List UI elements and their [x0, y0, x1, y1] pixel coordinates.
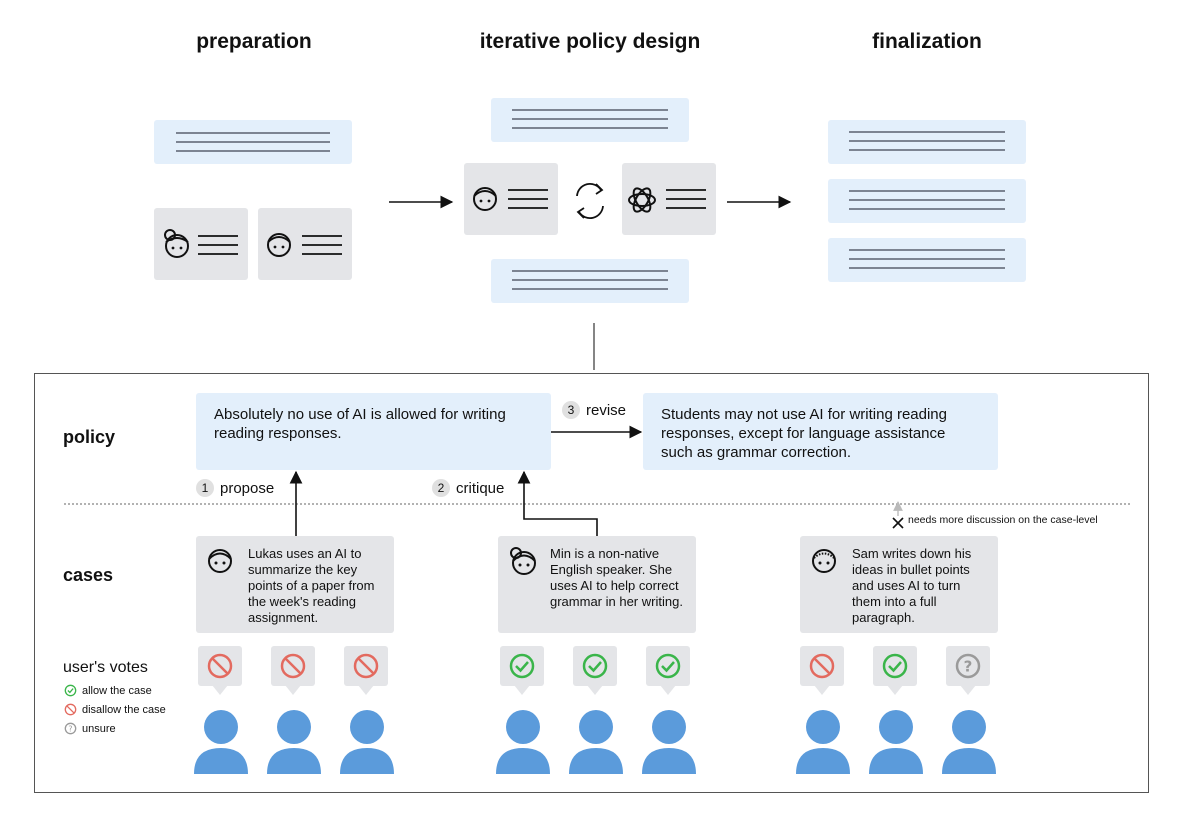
prohibit-icon: [353, 653, 379, 679]
user-avatar: [496, 710, 550, 776]
policy-revised: Students may not use AI for writing read…: [643, 393, 998, 470]
refresh-cycle-icon: [576, 183, 604, 219]
check-circle-icon: [655, 653, 681, 679]
vote-unsure: ?: [946, 646, 990, 695]
check-circle-icon: [64, 684, 77, 697]
svg-text:?: ?: [68, 724, 72, 733]
prohibit-icon: [280, 653, 306, 679]
case-card-sam: Sam writes down his ideas in bullet poin…: [800, 536, 998, 633]
user-avatar: [194, 710, 248, 776]
prohibit-icon: [207, 653, 233, 679]
row-label-policy: policy: [63, 427, 116, 447]
step-label: propose: [220, 479, 275, 497]
person-shorthair-icon: [812, 549, 836, 573]
x-mark-icon: [892, 517, 904, 529]
question-circle-icon: ?: [64, 722, 77, 735]
step-revise: 3 revise: [562, 401, 626, 419]
check-circle-icon: [882, 653, 908, 679]
legend-unsure: ? unsure: [64, 722, 116, 735]
step-number: 3: [562, 401, 580, 419]
prohibit-icon: [809, 653, 835, 679]
prep-person-card-2: [258, 208, 352, 280]
legend-label: disallow the case: [82, 703, 166, 716]
case-text: Lukas uses an AI to summarize the key po…: [248, 546, 375, 625]
check-circle-icon: [582, 653, 608, 679]
case-card-min: Min is a non-native English speaker. She…: [498, 536, 696, 633]
user-avatar: [642, 710, 696, 776]
vote-allow: [500, 646, 544, 695]
step-propose: 1 propose: [196, 479, 274, 497]
legend-disallow: disallow the case: [64, 703, 166, 716]
votes-legend-title: user's votes: [63, 659, 148, 676]
step-number: 2: [432, 479, 450, 497]
vote-allow: [573, 646, 617, 695]
discussion-note: needs more discussion on the case-level: [908, 514, 1098, 526]
case-text: Min is a non-native English speaker. She…: [550, 546, 683, 609]
stage-title-iterative: iterative policy design: [479, 30, 701, 53]
pipeline-diagram: [154, 98, 1026, 370]
legend-label: unsure: [82, 722, 116, 735]
critique-arrow: [517, 470, 598, 536]
row-label-cases: cases: [63, 565, 114, 585]
legend-label: allow the case: [82, 684, 152, 697]
detail-frame: [34, 373, 1149, 793]
user-avatar: [796, 710, 850, 776]
prep-person-card-1: [154, 208, 248, 280]
final-doc-1: [828, 120, 1026, 164]
vote-allow: [646, 646, 690, 695]
iter-ai-card: [622, 163, 716, 235]
final-doc-2: [828, 179, 1026, 223]
check-circle-icon: [509, 653, 535, 679]
person-face-icon: [208, 549, 232, 573]
iter-person-card: [464, 163, 558, 235]
case-card-lukas: Lukas uses an AI to summarize the key po…: [196, 536, 394, 633]
step-label: critique: [456, 479, 505, 497]
policy-original: Absolutely no use of AI is allowed for w…: [196, 393, 551, 470]
question-circle-icon: ?: [955, 653, 981, 679]
iter-doc-bottom: [491, 259, 689, 303]
user-avatar: [869, 710, 923, 776]
user-avatar: [267, 710, 321, 776]
person-bun-icon: [510, 547, 536, 575]
step-number: 1: [196, 479, 214, 497]
user-avatar: [569, 710, 623, 776]
svg-text:?: ?: [964, 658, 973, 676]
case-text: Sam writes down his ideas in bullet poin…: [852, 546, 972, 625]
step-label: revise: [586, 401, 627, 419]
vote-disallow: [800, 646, 844, 695]
prep-policy-doc: [154, 120, 352, 164]
iter-doc-top: [491, 98, 689, 142]
vote-disallow: [198, 646, 242, 695]
user-avatar: [942, 710, 996, 776]
prohibit-icon: [64, 703, 77, 716]
vote-disallow: [344, 646, 388, 695]
final-doc-3: [828, 238, 1026, 282]
stage-title-finalization: finalization: [872, 30, 982, 53]
vote-allow: [873, 646, 917, 695]
legend-allow: allow the case: [64, 684, 152, 697]
step-critique: 2 critique: [432, 479, 504, 497]
vote-disallow: [271, 646, 315, 695]
user-avatar: [340, 710, 394, 776]
stage-title-preparation: preparation: [196, 30, 312, 53]
